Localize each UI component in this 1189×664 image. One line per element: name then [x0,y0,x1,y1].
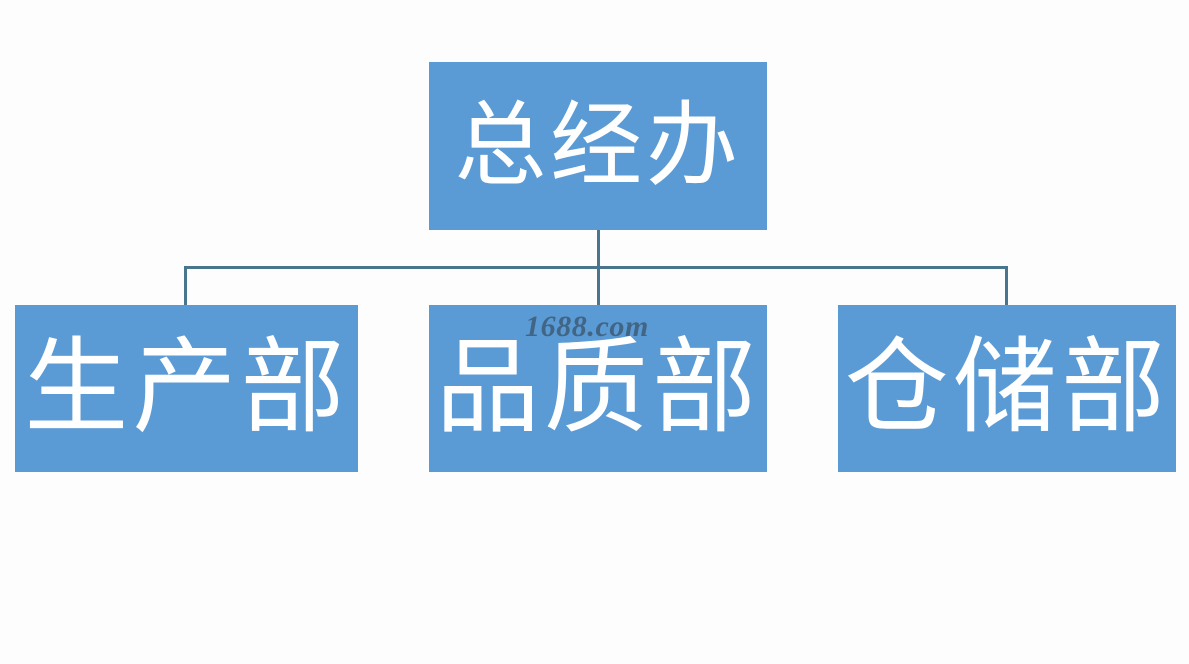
org-node-quality[interactable]: 品质部 [429,305,767,472]
org-node-production-label: 生产部 [24,330,349,446]
org-node-quality-label: 品质部 [435,330,761,446]
org-node-warehouse[interactable]: 仓储部 [838,305,1176,472]
org-node-root[interactable]: 总经办 [429,62,767,230]
org-node-root-label: 总经办 [454,95,742,197]
org-node-production[interactable]: 生产部 [15,305,358,472]
org-node-warehouse-label: 仓储部 [844,330,1170,446]
